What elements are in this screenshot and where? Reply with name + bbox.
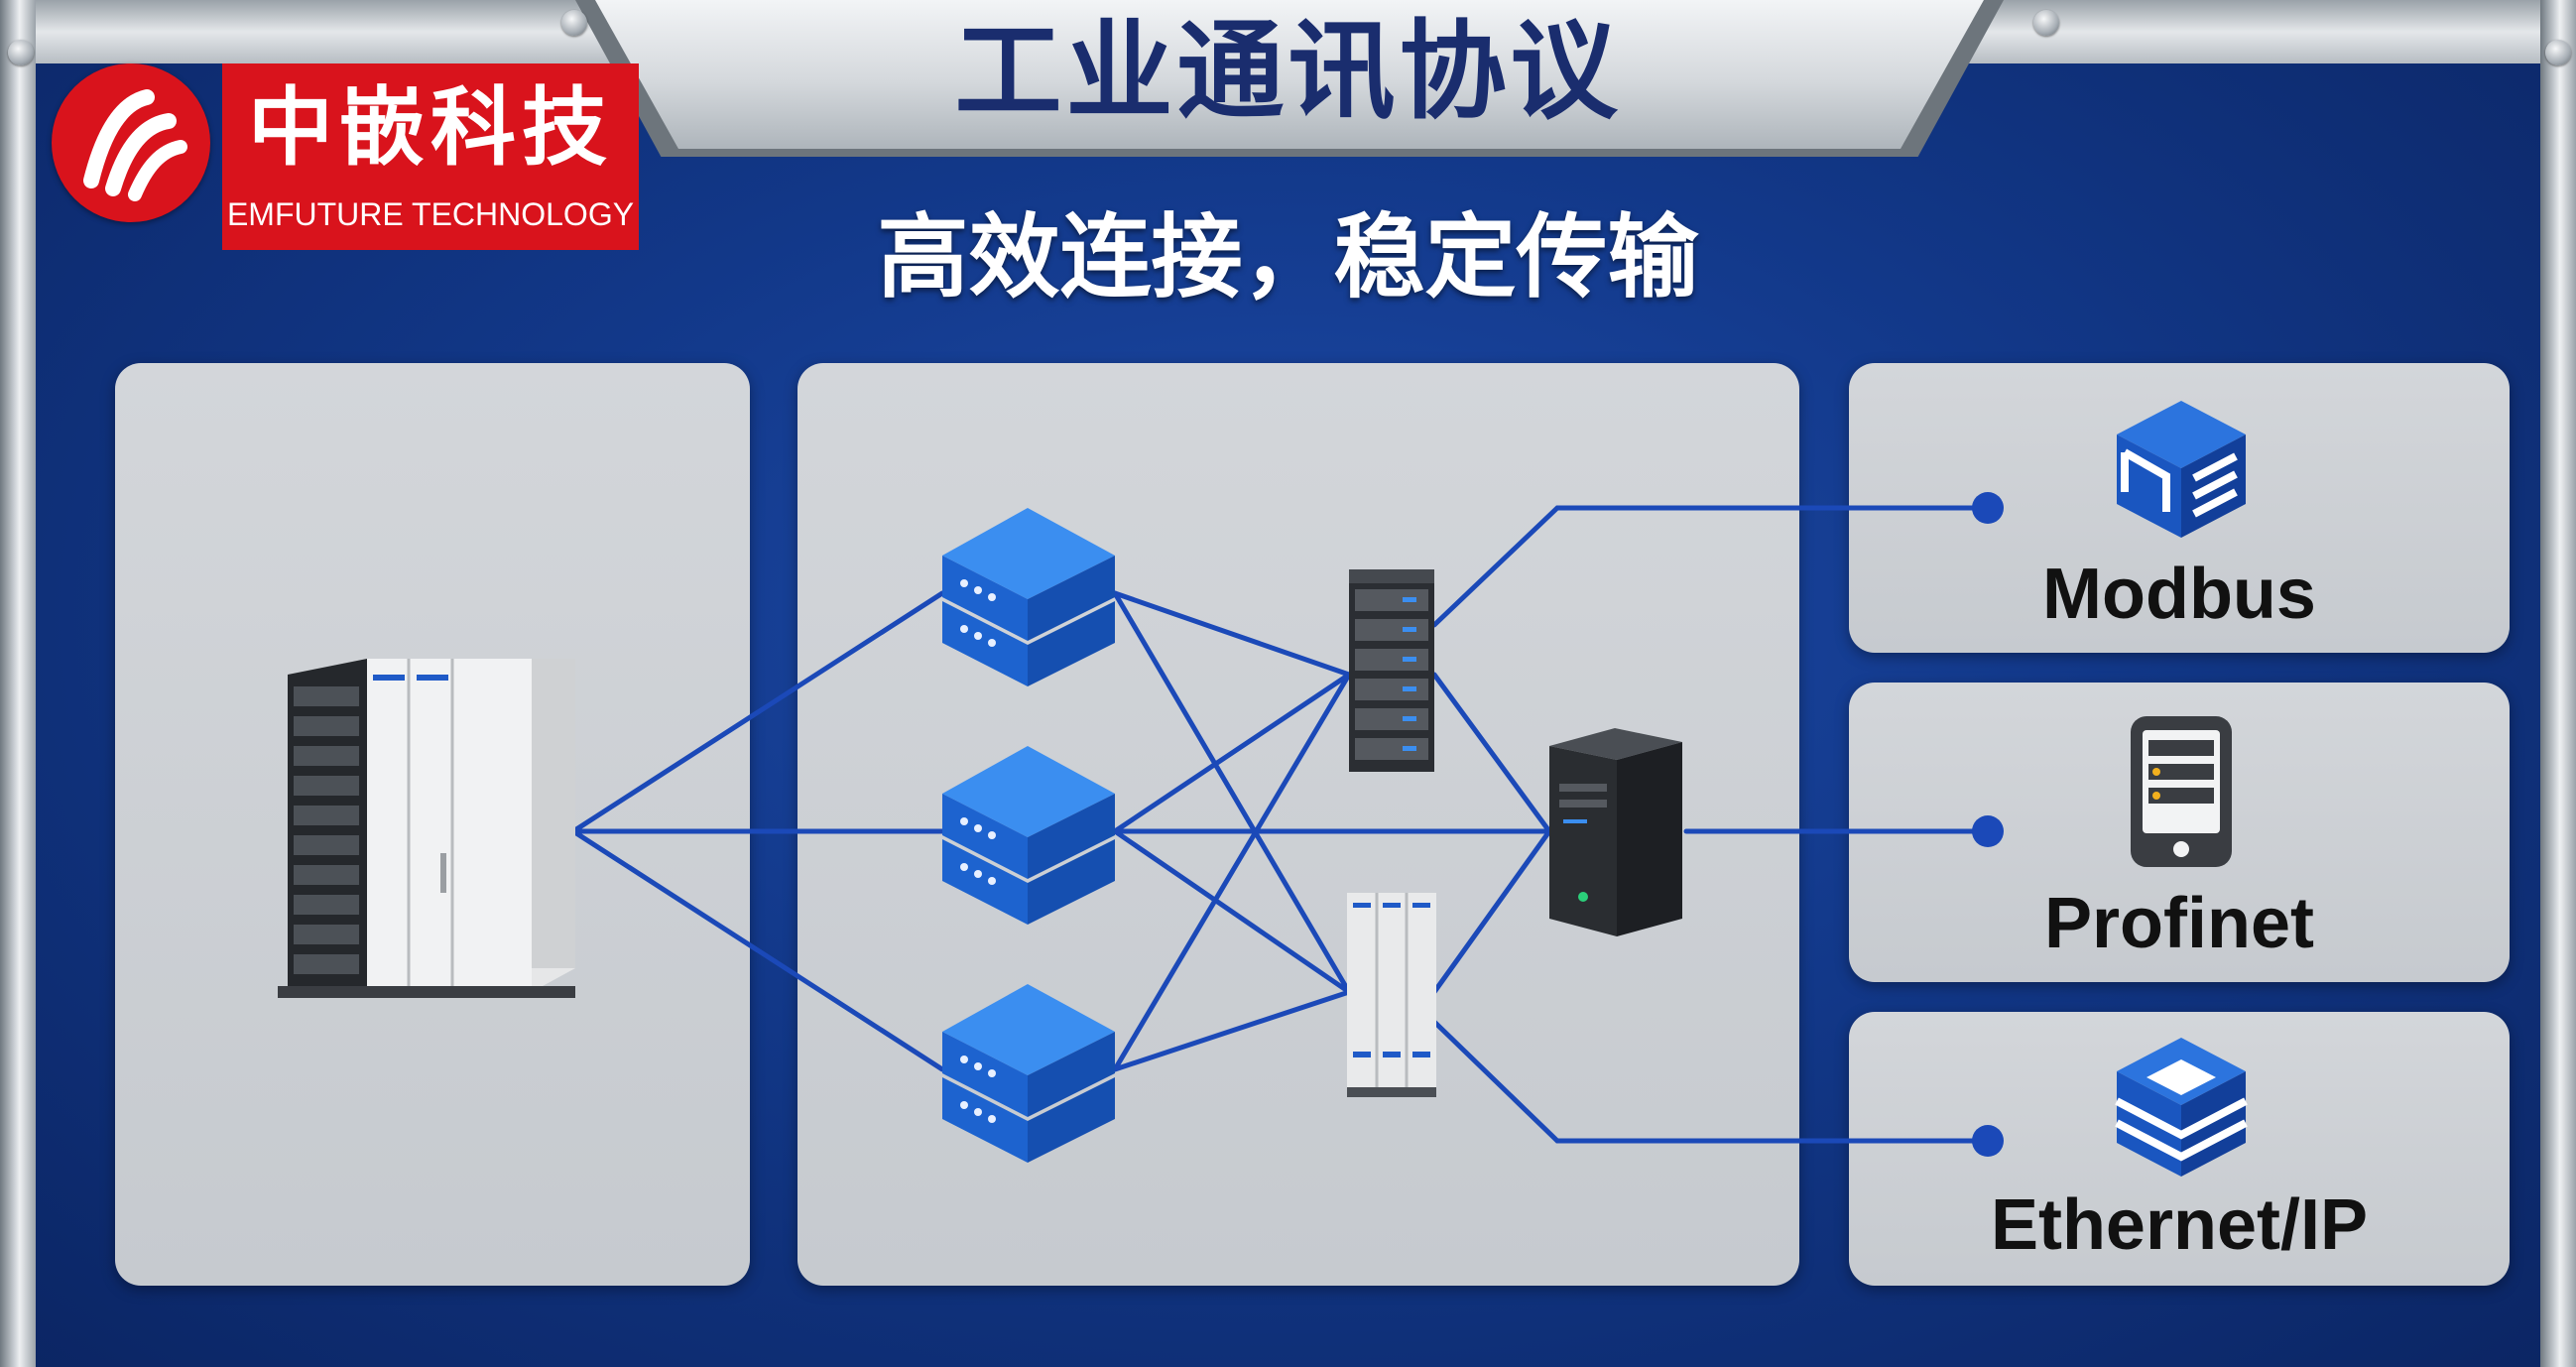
rivet-icon [2545, 40, 2571, 65]
cube-icon [2107, 393, 2256, 546]
protocol-card-profinet: Profinet [1849, 683, 2510, 982]
rivet-icon [8, 40, 34, 65]
protocol-label: Ethernet/IP [1990, 1185, 2369, 1265]
blade-server-icon [1347, 893, 1436, 1097]
layered-box-icon [2107, 1032, 2256, 1184]
device-tablet-icon [2127, 712, 2236, 875]
network-switch-icon [942, 508, 1115, 686]
rack-server-icon [1349, 569, 1434, 772]
endpoint-dot [1972, 815, 2004, 847]
protocol-label: Profinet [2043, 884, 2314, 963]
network-switch-icon [942, 984, 1115, 1163]
server-cabinet-icon [278, 659, 575, 998]
title-plate [595, 0, 1984, 149]
rivet-icon [561, 10, 587, 36]
rivet-icon [2033, 10, 2059, 36]
protocol-label: Modbus [2042, 555, 2316, 634]
connection-lines [570, 505, 1991, 1144]
logo-mark-icon [52, 63, 210, 222]
frame-right [2540, 0, 2576, 1367]
protocol-card-ethernet-ip: Ethernet/IP [1849, 1012, 2510, 1286]
page-subtitle: 高效连接，稳定传输 [877, 204, 1699, 311]
endpoint-dot [1972, 492, 2004, 524]
endpoint-dot [1972, 1125, 2004, 1157]
page-title: 工业通讯协议 [954, 10, 1622, 134]
network-switch-icon [942, 746, 1115, 925]
logo-wordmark: 中嵌科技 EMFUTURE TECHNOLOGY [222, 63, 639, 250]
tower-server-icon [1549, 728, 1682, 936]
logo-name-cn: 中嵌科技 [248, 78, 613, 178]
logo-name-en: EMFUTURE TECHNOLOGY [226, 196, 635, 232]
frame-left [0, 0, 36, 1367]
connection-endpoints [1972, 492, 2004, 1157]
